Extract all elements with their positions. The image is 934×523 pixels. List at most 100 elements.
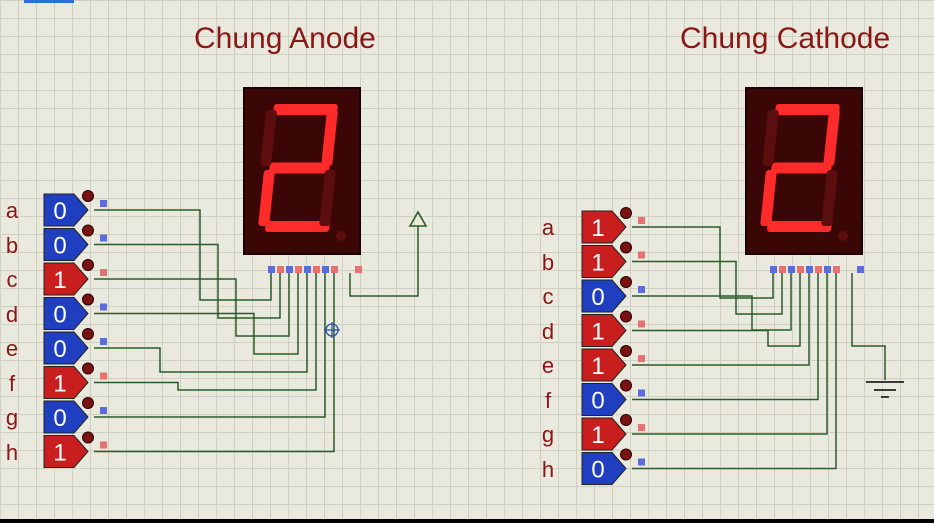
anode-pin-label-a: a (5, 198, 19, 223)
anode-probe-dot (82, 293, 94, 306)
anode-logic-body (43, 262, 89, 296)
cathode-pin-label-d: d (541, 318, 555, 344)
cathode-segment-g (771, 162, 832, 174)
cathode-pin-pad (638, 424, 645, 431)
anode-logic-state-b: 0 (43, 224, 107, 261)
toolbar-marker (24, 0, 74, 3)
status-bar (0, 519, 934, 523)
anode-pin-label-h: h (5, 439, 19, 465)
anode-pin-label-d: d (5, 301, 19, 327)
anode-common-pin-pad (355, 266, 362, 273)
cathode-logic-state-g: 1 (581, 414, 645, 451)
anode-logic-value: 1 (53, 371, 66, 398)
anode-logic-state-g: 0 (43, 397, 107, 434)
cathode-pin-pad (638, 286, 645, 293)
cathode-display-pin-pad (797, 266, 804, 273)
anode-segment-c (319, 170, 336, 226)
cathode-wire-c (632, 273, 792, 331)
cathode-probe-dot (620, 207, 632, 219)
cathode-logic-body (581, 417, 627, 451)
anode-display-pin-pad (304, 266, 311, 273)
cathode-pin-pad (638, 355, 645, 362)
anode-segment-d (265, 221, 330, 232)
cathode-logic-value: 1 (591, 250, 604, 277)
anode-wire-d (94, 273, 299, 355)
anode-logic-state-d: 0 (43, 293, 107, 330)
anode-logic-body (43, 366, 89, 399)
cathode-pin-pad (638, 217, 645, 224)
anode-logic-body (43, 193, 89, 227)
cathode-segment-dp (838, 231, 848, 241)
cathode-logic-state-f: 0 (581, 379, 645, 416)
cathode-pin-label-h: h (541, 456, 555, 482)
cathode-common-wire (851, 273, 886, 380)
cathode-logic-body (581, 314, 627, 347)
anode-wire-f (94, 273, 317, 391)
anode-probe-dot (82, 328, 94, 340)
cathode-pin-label-g: g (541, 422, 555, 447)
cathode-logic-state-d: 1 (581, 310, 645, 347)
anode-pin-pad (100, 338, 107, 345)
anode-logic-body (43, 297, 89, 330)
cathode-segment-b (823, 110, 840, 166)
cathode-segment-d (767, 221, 832, 232)
cathode-logic-body (581, 279, 627, 313)
anode-logic-state-c: 1 (43, 259, 107, 296)
anode-pin-label-g: g (5, 405, 19, 430)
anode-wire-e (94, 273, 308, 373)
cathode-probe-dot (620, 276, 632, 288)
anode-pin-pad (100, 303, 107, 311)
cathode-pin-label-a: a (541, 215, 555, 240)
cathode-display-pin-pad (770, 266, 777, 273)
cathode-pin-pad (638, 320, 645, 328)
cathode-logic-state-h: 0 (581, 448, 645, 485)
anode-wire-g (94, 273, 326, 418)
cathode-probe-dot (620, 241, 632, 254)
title-anode: Chung Anode (194, 22, 376, 55)
cathode-wire-e (632, 273, 810, 366)
anode-segment-dp (336, 231, 346, 241)
cathode-logic-value: 0 (591, 284, 604, 311)
anode-probe-dot (82, 362, 94, 375)
cathode-wire-f (632, 273, 819, 401)
anode-logic-value: 1 (53, 440, 66, 467)
cathode-logic-body (581, 245, 627, 278)
anode-probe-dot (82, 224, 94, 237)
cathode-segment-f (762, 110, 779, 166)
cathode-logic-body (581, 210, 627, 244)
cathode-pin-label-c: c (542, 284, 554, 309)
anode-display-pin-pad (313, 266, 320, 273)
anode-probe-dot (82, 431, 94, 444)
anode-pin-pad (100, 234, 107, 242)
anode-probe-dot (82, 259, 94, 271)
anode-logic-value: 0 (53, 336, 66, 363)
anode-common-wire (349, 226, 419, 297)
anode-segment-g (269, 162, 330, 174)
anode-probe-dot (82, 397, 94, 409)
anode-probe-dot (82, 190, 94, 202)
cathode-logic-value: 0 (591, 388, 604, 415)
cathode-probe-dot (620, 414, 632, 426)
anode-pin-label-e: e (5, 336, 19, 361)
cathode-wire-b (632, 260, 783, 315)
cathode-logic-value: 1 (591, 422, 604, 449)
anode-display-pin-pad (277, 266, 284, 273)
anode-wire-c (94, 273, 290, 337)
cathode-pin-label-f: f (544, 387, 552, 413)
title-cathode: Chung Cathode (680, 22, 891, 55)
anode-logic-value: 0 (53, 233, 66, 260)
cathode-display-pin-pad (788, 266, 795, 273)
anode-wire-a (94, 209, 272, 301)
cathode-display-pin-pad (824, 266, 831, 273)
anode-display-pin-pad (268, 266, 275, 273)
anode-logic-value: 0 (53, 405, 66, 432)
anode-logic-body (43, 435, 89, 468)
anode-logic-state-a: 0 (43, 190, 107, 227)
anode-logic-body (43, 228, 89, 261)
cathode-logic-body (581, 452, 627, 485)
cathode-probe-dot (620, 345, 632, 357)
cathode-probe-dot (620, 379, 632, 392)
cathode-pin-pad (638, 389, 645, 397)
cathode-display-pin-pad (833, 266, 840, 273)
